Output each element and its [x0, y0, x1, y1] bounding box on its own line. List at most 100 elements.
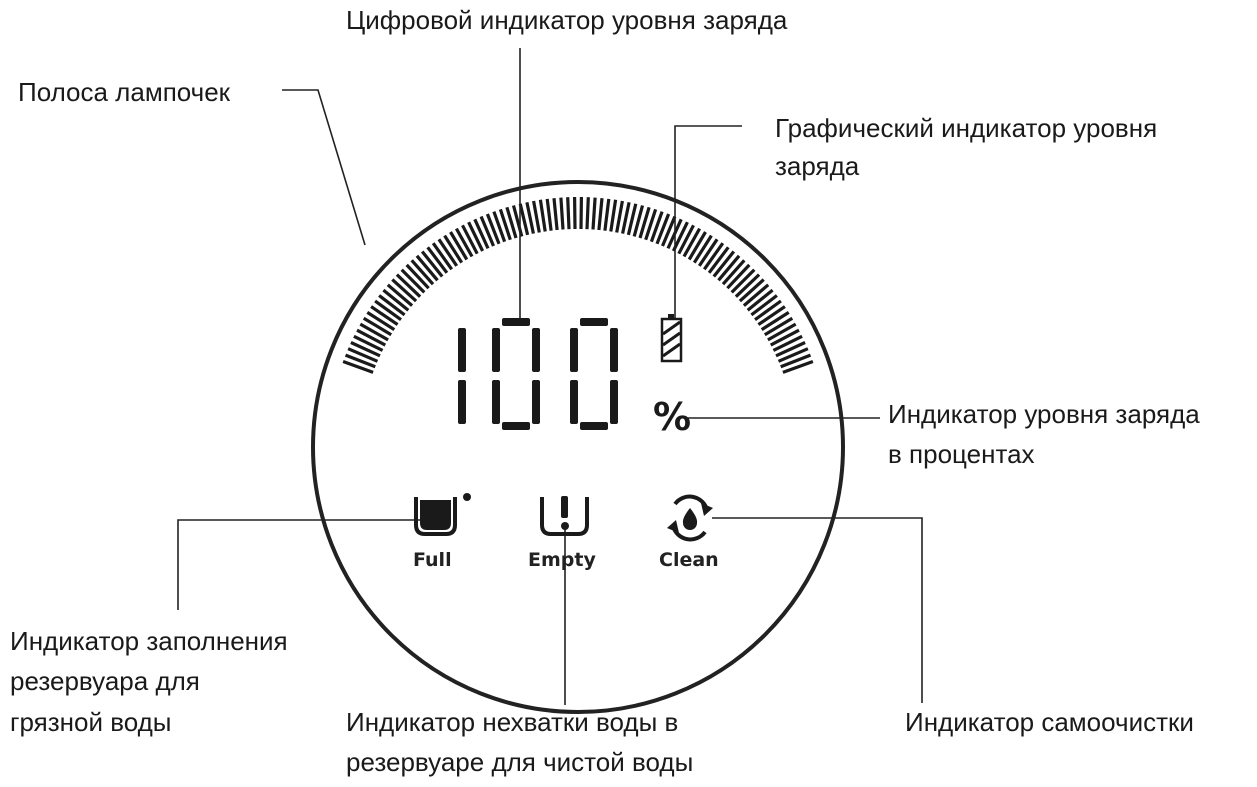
digit-segment: [492, 328, 500, 372]
label-dirty-tank-2: резервуара для: [10, 666, 200, 696]
digit-segment: [532, 328, 540, 372]
display-outline: [311, 180, 845, 714]
light-strip-tick: [410, 259, 435, 286]
water-empty-icon: [540, 496, 589, 536]
label-graphic-indicator-1: Графический индикатор уровня: [775, 113, 1158, 143]
light-strip-tick: [649, 211, 664, 243]
digit-segment: [502, 318, 530, 326]
light-strip-tick: [437, 238, 459, 267]
light-strip-tick: [552, 198, 559, 231]
light-strip-tick: [344, 353, 376, 369]
light-strip-tick: [769, 328, 800, 347]
light-strip-tick: [655, 213, 671, 245]
light-strip-tick: [374, 299, 402, 321]
leader-graphic: [674, 125, 742, 318]
light-strip-tick: [386, 283, 414, 307]
light-strip-tick: [532, 200, 541, 233]
light-strip-tick: [473, 218, 490, 250]
light-strip-tick: [431, 242, 454, 271]
leader-light-strip: [282, 89, 366, 246]
digit-segment: [580, 422, 608, 430]
light-strip-tick: [455, 227, 474, 258]
digit-segment: [532, 380, 540, 424]
light-strip-tick: [603, 198, 611, 231]
light-strip-tick: [467, 221, 485, 252]
clean-label: Clean: [659, 549, 719, 571]
light-strip-tick: [782, 359, 814, 374]
label-clean-water-2: резервуаре для чистой воды: [346, 747, 694, 777]
light-strip-tick: [677, 224, 695, 255]
leader-dirty-tank: [177, 519, 420, 610]
light-strip-tick: [775, 341, 806, 358]
label-clean-water-1: Индикатор нехватки воды в: [346, 707, 679, 737]
light-strip-tick: [395, 273, 422, 298]
digit-segment: [502, 422, 530, 430]
digit-segment: [580, 318, 608, 326]
light-strip-tick: [353, 334, 384, 352]
light-strip-tick: [485, 213, 501, 245]
label-digital-indicator: Цифровой индикатор уровня заряда: [346, 5, 788, 35]
light-strip-tick: [638, 206, 651, 239]
light-strip-tick: [443, 234, 464, 264]
full-label: Full: [413, 549, 452, 571]
light-strip-tick: [362, 316, 393, 337]
label-graphic-indicator-2: заряда: [775, 151, 860, 181]
leader-self-clean: [712, 517, 923, 703]
light-strip-tick: [538, 199, 547, 232]
light-strip-tick: [717, 254, 741, 282]
label-self-clean: Индикатор самоочистки: [905, 707, 1194, 737]
light-strip-tick: [707, 246, 730, 274]
light-strip-tick: [615, 200, 624, 233]
light-strip-tick: [780, 353, 812, 369]
light-strip-tick: [687, 231, 707, 261]
digit-segment: [610, 328, 618, 372]
light-strip-tick: [585, 197, 590, 230]
light-strip-tick: [682, 227, 701, 258]
light-strip-tick: [426, 246, 449, 274]
light-strip-tick: [366, 311, 396, 331]
label-percent-indicator-2: в процентах: [888, 439, 1035, 469]
light-strip-tick: [746, 288, 774, 312]
digit-segment: [492, 380, 500, 424]
digit-segment: [458, 328, 466, 372]
light-strip-tick: [382, 288, 410, 312]
light-strip-tick: [400, 268, 426, 294]
light-strip-tick: [405, 263, 430, 290]
light-strip-tick: [734, 273, 761, 298]
light-strip-tick: [356, 328, 387, 347]
light-strip-tick: [760, 311, 790, 331]
light-strip-tick: [777, 347, 809, 363]
light-strip-tick: [738, 278, 765, 303]
light-strip-tick: [420, 250, 444, 278]
light-strip: [342, 196, 814, 374]
light-strip-tick: [342, 359, 374, 374]
light-strip-tick: [505, 206, 518, 239]
dirty-tank-full-icon: [414, 493, 471, 536]
label-light-strip: Полоса лампочек: [18, 77, 231, 107]
digit-segment: [458, 380, 466, 424]
self-clean-icon: [667, 494, 713, 542]
light-strip-tick: [498, 208, 512, 241]
light-strip-tick: [712, 250, 736, 278]
leader-lines: [177, 48, 923, 705]
light-strip-tick: [525, 201, 535, 234]
light-strip-tick: [591, 197, 597, 230]
label-dirty-tank-3: грязной воды: [10, 707, 172, 737]
light-strip-tick: [370, 305, 399, 326]
light-strip-tick: [692, 234, 713, 264]
digital-charge-indicator: [458, 318, 618, 430]
digit-segment: [610, 380, 618, 424]
digit-segment: [570, 328, 578, 372]
light-strip-tick: [492, 211, 507, 243]
light-strip-tick: [767, 322, 797, 342]
light-strip-tick: [702, 242, 725, 271]
light-strip-tick: [518, 203, 530, 236]
light-strip-tick: [626, 203, 638, 236]
percent-sign: %: [653, 395, 691, 439]
light-strip-tick: [359, 322, 389, 342]
light-strip-tick: [757, 305, 786, 326]
light-strip-tick: [661, 215, 677, 247]
light-strip-tick: [632, 205, 645, 237]
light-strip-tick: [597, 198, 604, 231]
